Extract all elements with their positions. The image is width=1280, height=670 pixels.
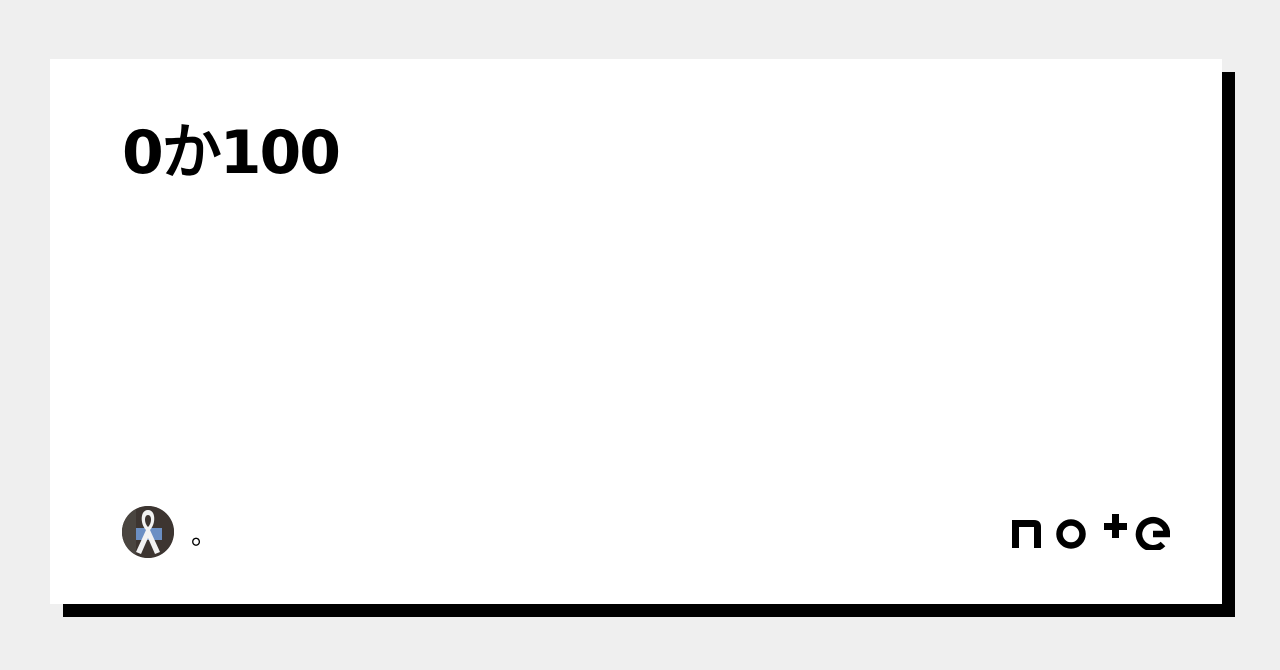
og-card: 0か100 。 xyxy=(50,59,1222,604)
article-title: 0か100 xyxy=(122,118,341,188)
author-avatar xyxy=(122,506,174,558)
note-logo xyxy=(1012,514,1171,554)
author-name: 。 xyxy=(191,521,218,551)
